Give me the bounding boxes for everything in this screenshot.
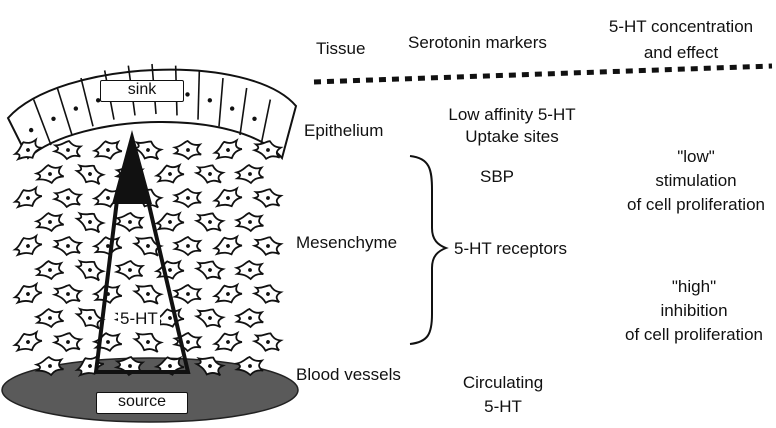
marker-circulating-line2: 5-HT: [448, 396, 558, 418]
mesenchyme-cell: [253, 186, 282, 209]
gradient-label: 5-HT: [118, 308, 160, 330]
marker-uptake-sites: Low affinity 5-HT Uptake sites: [434, 104, 590, 148]
mesenchyme-cell: [195, 209, 225, 234]
tissue-blood-vessels: Blood vessels: [296, 364, 401, 386]
mesenchyme-cell: [36, 259, 64, 281]
effect-high: "high" inhibition of cell proliferation: [612, 276, 776, 346]
mesenchyme-cell: [54, 235, 82, 257]
header-markers: Serotonin markers: [408, 32, 547, 54]
marker-uptake-line2: Uptake sites: [434, 126, 590, 148]
mesenchyme-cell: [12, 280, 43, 308]
mesenchyme-cell: [36, 163, 65, 186]
effect-low-line3: of cell proliferation: [614, 194, 776, 216]
header-concentration: 5-HT concentration and effect: [592, 16, 770, 64]
mesenchyme-cell: [54, 331, 83, 354]
mesenchyme-cell: [175, 141, 202, 160]
marker-uptake-line1: Low affinity 5-HT: [434, 104, 590, 126]
mesenchyme-cell: [116, 212, 143, 232]
mesenchyme-cell: [132, 280, 163, 307]
header-concentration-line1: 5-HT concentration: [592, 16, 770, 38]
mesenchyme-cell: [213, 281, 244, 307]
header-separator: [314, 66, 772, 82]
tissue-mesenchyme: Mesenchyme: [296, 232, 397, 254]
mesenchyme-cell: [213, 233, 244, 260]
mesenchyme-cell: [36, 307, 64, 328]
mesenchyme-cell: [93, 234, 123, 258]
marker-receptors: 5-HT receptors: [454, 238, 567, 260]
mesenchyme-cell: [237, 308, 264, 327]
mesenchyme-cell: [132, 328, 163, 355]
mesenchyme-cell: [212, 184, 243, 211]
mesenchyme-cell: [93, 138, 123, 162]
mesenchyme-cell: [12, 232, 43, 260]
header-concentration-line2: and effect: [592, 42, 770, 64]
mesenchyme-cell: [213, 329, 244, 355]
epithelium-nucleus: [252, 117, 256, 121]
mesenchyme-cell: [116, 260, 143, 280]
mesenchyme-cell: [236, 164, 264, 185]
mesenchyme-cell: [175, 285, 201, 303]
mesenchyme-cell: [212, 136, 243, 163]
marker-circulating-line1: Circulating: [448, 372, 558, 394]
mesenchyme-cell: [54, 139, 82, 160]
mesenchyme-cell: [155, 257, 185, 282]
epithelium-nucleus: [29, 128, 33, 132]
mesenchyme-cell: [195, 257, 225, 282]
effect-high-line2: inhibition: [612, 300, 776, 322]
header-tissue: Tissue: [316, 38, 365, 60]
effect-high-line3: of cell proliferation: [612, 324, 776, 346]
mesenchyme-cell: [236, 260, 263, 280]
mesenchyme-cell: [36, 211, 65, 233]
marker-sbp: SBP: [480, 166, 514, 188]
effect-low: "low" stimulation of cell proliferation: [614, 146, 776, 216]
source-label: source: [96, 392, 188, 414]
epithelium-nucleus: [74, 106, 78, 110]
mesenchyme-cells: [12, 136, 283, 381]
mesenchyme-cell: [12, 184, 43, 212]
mesenchyme-cell: [54, 283, 83, 305]
effect-high-line1: "high": [612, 276, 776, 298]
epithelium-nucleus: [51, 117, 55, 121]
mesenchyme-cell: [175, 237, 201, 255]
epithelium-nucleus: [185, 92, 189, 96]
mesenchyme-cell: [253, 234, 283, 258]
tissue-epithelium: Epithelium: [304, 120, 383, 142]
mesenchyme-cell: [236, 212, 263, 232]
mesenchyme-cell: [195, 162, 225, 187]
mesenchyme-brace: [410, 156, 446, 344]
effect-low-line1: "low": [614, 146, 776, 168]
mesenchyme-cell: [74, 256, 105, 284]
mesenchyme-cell: [155, 161, 186, 187]
mesenchyme-cell: [54, 187, 82, 208]
epithelium-nucleus: [208, 98, 212, 102]
marker-circulating: Circulating 5-HT: [448, 372, 558, 418]
effect-low-line2: stimulation: [614, 170, 776, 192]
sink-label: sink: [100, 80, 184, 102]
mesenchyme-cell: [195, 305, 226, 331]
mesenchyme-cell: [74, 208, 105, 236]
epithelium-nucleus: [230, 106, 234, 110]
mesenchyme-cell: [253, 330, 283, 354]
mesenchyme-cell: [12, 328, 43, 356]
mesenchyme-cell: [74, 160, 105, 188]
mesenchyme-cell: [155, 209, 185, 234]
mesenchyme-cell: [253, 282, 283, 306]
mesenchyme-cell: [175, 189, 201, 207]
